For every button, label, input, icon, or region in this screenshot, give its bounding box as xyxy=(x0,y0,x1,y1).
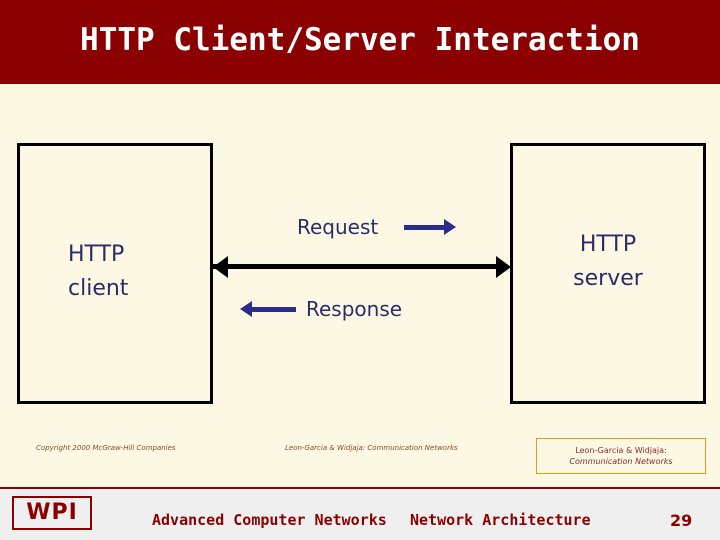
response-label: Response xyxy=(306,297,403,321)
request-label: Request xyxy=(297,215,379,239)
wpi-logo: WPI xyxy=(12,496,92,530)
footer-band xyxy=(0,489,720,540)
request-arrow-line xyxy=(404,225,448,230)
client-box xyxy=(17,143,213,404)
server-box xyxy=(510,143,706,404)
page-title: HTTP Client/Server Interaction xyxy=(80,22,640,58)
credit-left: Copyright 2000 McGraw-Hill Companies xyxy=(36,444,176,452)
credit-box: Leon-Garcia & Widjaja: Communication Net… xyxy=(536,438,706,474)
credit-box-line-1: Leon-Garcia & Widjaja: xyxy=(575,446,667,455)
credit-box-line-2: Communication Networks xyxy=(569,457,673,466)
server-box-label: HTTP server xyxy=(573,232,643,291)
title-bar: HTTP Client/Server Interaction xyxy=(0,0,720,84)
response-arrow-line xyxy=(252,307,296,312)
request-response-arrow-line xyxy=(213,264,501,269)
arrow-head-left-icon xyxy=(213,256,228,278)
arrow-head-right-icon xyxy=(496,256,511,278)
client-box-label: HTTP client xyxy=(68,242,129,301)
page-number: 29 xyxy=(670,511,693,530)
footer-divider xyxy=(0,487,720,489)
footer-topic-name: Network Architecture xyxy=(410,511,591,529)
response-arrow-head-icon xyxy=(240,301,252,317)
footer-course-name: Advanced Computer Networks xyxy=(152,511,387,529)
request-arrow-head-icon xyxy=(444,219,456,235)
credit-center: Leon-Garcia & Widjaja: Communication Net… xyxy=(285,444,458,452)
